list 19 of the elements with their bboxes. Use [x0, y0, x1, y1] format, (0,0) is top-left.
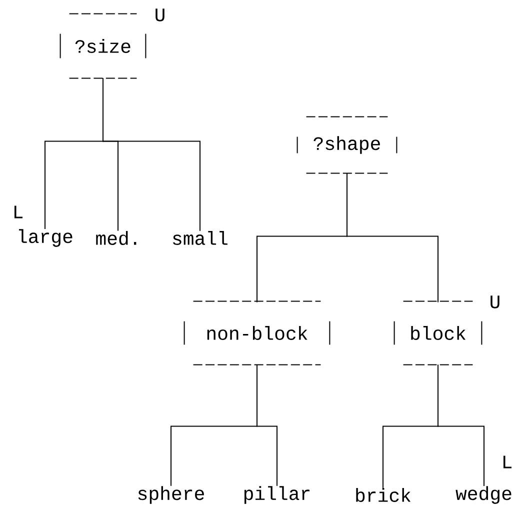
decision-box: block	[394, 300, 482, 366]
marker-letter: U	[156, 8, 164, 22]
leaf-label: large	[18, 229, 72, 247]
leaf-label: brick	[356, 488, 411, 502]
leaf-label: small	[173, 231, 228, 245]
tree-connector	[346, 172, 438, 303]
marker-letter: L	[14, 206, 22, 218]
leaf-label: pillar	[244, 486, 310, 504]
tree-connector	[438, 364, 484, 486]
marker-letter: U	[490, 296, 500, 308]
decision-box: ?shape	[296, 116, 398, 174]
tree-connector	[256, 364, 278, 486]
leaf-label: sphere	[138, 486, 204, 504]
leaf-label: wedge	[456, 486, 512, 504]
marker-letter: L	[504, 456, 512, 468]
decision-box: ?size	[60, 13, 146, 79]
leaf-label: med.	[96, 231, 136, 245]
decision-box: non-block	[184, 300, 330, 366]
tree-connector	[102, 78, 200, 232]
